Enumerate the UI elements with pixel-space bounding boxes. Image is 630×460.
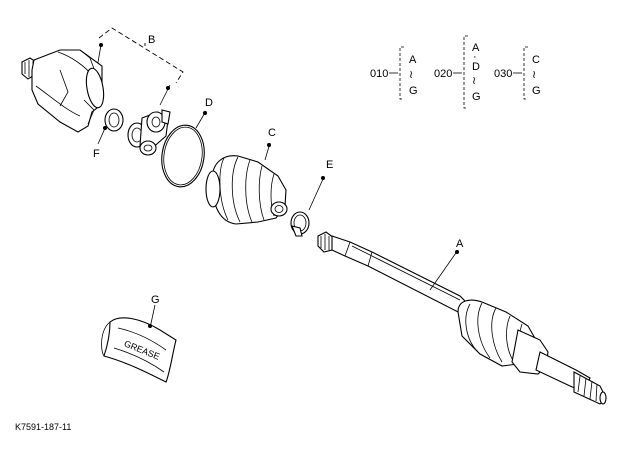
part-code-legend: 010 A ≀ G 020 A · D ≀ G 030 C ≀ G: [370, 35, 541, 109]
part-code-010-from: A: [409, 54, 417, 66]
label-a: A: [456, 238, 464, 250]
part-code-020-dot: ·: [473, 51, 477, 63]
clamp-ring-d: D: [161, 97, 213, 188]
part-code-010: 010: [370, 68, 388, 80]
part-code-020-g: G: [472, 91, 481, 103]
part-code-020-a: A: [472, 42, 480, 54]
snap-ring-f: F: [93, 108, 124, 160]
joint-housing: [21, 49, 105, 133]
drive-shaft-a: A: [317, 231, 607, 405]
label-b: B: [148, 34, 155, 46]
label-f: F: [93, 148, 100, 160]
part-code-030-sep: ≀: [532, 69, 536, 81]
label-c: C: [268, 127, 276, 139]
part-code-030-to: G: [532, 85, 541, 97]
tripod-joint: [127, 109, 171, 156]
part-code-010-sep: ≀: [409, 69, 413, 81]
part-code-010-to: G: [409, 85, 418, 97]
label-d: D: [205, 97, 213, 109]
small-clamp-e: E: [290, 159, 333, 237]
label-e: E: [326, 159, 333, 171]
figure-id: K7591-187-11: [15, 422, 71, 432]
boot-c: C: [205, 127, 288, 225]
part-code-020-sep: ≀: [472, 75, 476, 87]
part-code-030-from: C: [532, 54, 540, 66]
label-g: G: [151, 294, 160, 306]
grease-packet-g: GREASE G: [101, 294, 177, 383]
part-code-020: 020: [434, 68, 452, 80]
assembly-b-bracket: B: [96, 27, 184, 106]
part-code-030: 030: [494, 68, 512, 80]
part-code-020-d: D: [472, 61, 480, 73]
